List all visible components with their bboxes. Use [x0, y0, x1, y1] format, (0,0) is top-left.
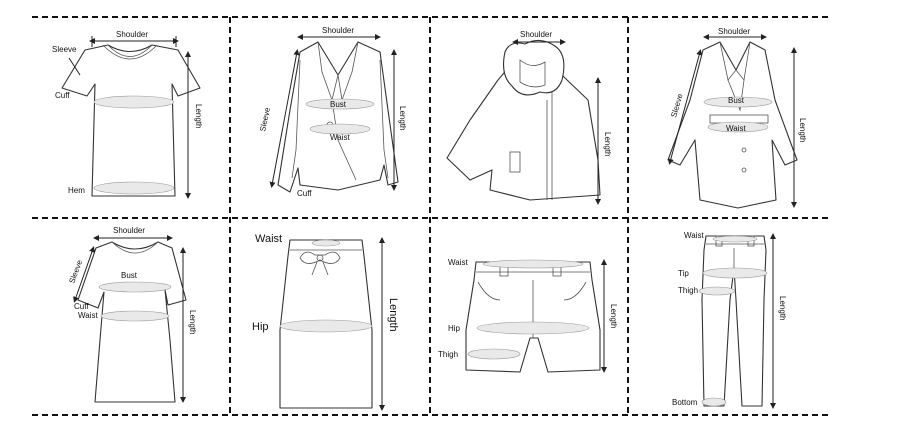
- shoulder-label: Shoulder: [520, 30, 552, 39]
- panel-grid: [32, 16, 830, 416]
- cuff-label: Cuff: [297, 189, 312, 198]
- waist-label: Waist: [78, 311, 98, 320]
- panel-trench-coat: Shoulder Sleeve Bust Waist Length: [667, 27, 807, 209]
- dress-drawing: [77, 241, 187, 403]
- length-label: Length: [387, 298, 399, 332]
- panel-skirt: Waist Hip Length: [252, 233, 399, 411]
- shoulder-label: Shoulder: [718, 27, 750, 36]
- thigh-label: Thigh: [678, 286, 698, 295]
- waist-label: Waist: [448, 258, 468, 267]
- panel-tshirt: Shoulder Sleeve Cuff Hem Length: [52, 30, 203, 199]
- shoulder-label: Shoulder: [322, 26, 354, 35]
- hem-label: Hem: [68, 186, 85, 195]
- sleeve-label: Sleeve: [258, 106, 272, 132]
- cape-coat-drawing: [446, 59, 601, 201]
- sleeve-label: Sleeve: [52, 45, 77, 54]
- hip-label: Hip: [448, 324, 461, 333]
- panel-shorts: Waist Hip Thigh Length: [438, 258, 618, 373]
- length-label: Length: [778, 296, 787, 320]
- trousers-drawing: [701, 235, 767, 407]
- bottom-label: Bottom: [672, 398, 698, 407]
- waist-label: Waist: [330, 133, 350, 142]
- length-label: Length: [188, 310, 197, 334]
- waist-label: Waist: [726, 124, 746, 133]
- length-label: Length: [609, 304, 618, 328]
- panel-cape-coat: Shoulder Length: [446, 30, 612, 205]
- tip-label: Tip: [678, 269, 689, 278]
- panel-trousers: Waist Tip Thigh Bottom Length: [672, 231, 787, 409]
- bust-label: Bust: [728, 96, 745, 105]
- tshirt-drawing: [61, 44, 201, 197]
- bust-label: Bust: [121, 271, 138, 280]
- shoulder-label: Shoulder: [113, 226, 145, 235]
- thigh-label: Thigh: [438, 350, 458, 359]
- cuff-label: Cuff: [55, 91, 70, 100]
- length-label: Length: [194, 104, 203, 128]
- cuff-label: Cuff: [74, 302, 89, 311]
- length-label: Length: [798, 118, 807, 142]
- panel-dress: Shoulder Sleeve Bust Cuff Waist Length: [67, 226, 197, 403]
- length-label: Length: [398, 106, 407, 130]
- panel-blazer: Shoulder Sleeve Bust Waist Cuff Length: [258, 26, 407, 198]
- hip-label: Hip: [252, 321, 269, 333]
- bust-label: Bust: [330, 100, 347, 109]
- waist-label: Waist: [255, 233, 282, 245]
- waist-label: Waist: [684, 231, 704, 240]
- shoulder-label: Shoulder: [116, 30, 148, 39]
- length-label: Length: [603, 132, 612, 156]
